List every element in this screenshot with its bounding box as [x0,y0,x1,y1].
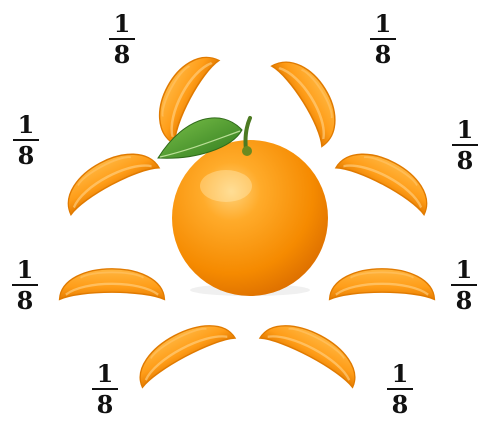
segment-upper-right [336,140,439,215]
fraction-label-top-left: 1 8 [105,12,139,67]
fraction-denominator: 8 [18,144,35,168]
fraction-denominator: 8 [392,393,409,417]
fraction-label-lower-right: 1 8 [447,258,478,313]
fraction-denominator: 8 [457,149,474,173]
whole-orange [158,118,328,296]
fraction-denominator: 8 [114,43,131,67]
fraction-denominator: 8 [97,393,114,417]
fraction-label-lower-left: 1 8 [8,258,42,313]
fraction-denominator: 8 [17,289,34,313]
segment-bottom-right [260,311,367,387]
fraction-numerator: 1 [114,12,131,36]
fraction-numerator: 1 [97,362,114,386]
segment-lower-right [330,269,435,300]
segment-lower-left [60,269,165,300]
fraction-label-upper-left: 1 8 [9,113,43,168]
fraction-numerator: 1 [392,362,409,386]
fraction-denominator: 8 [456,289,473,313]
segment-upper-left [56,140,159,215]
fraction-numerator: 1 [18,113,35,137]
fraction-label-bottom-right: 1 8 [383,362,417,417]
fraction-numerator: 1 [457,118,474,142]
segment-top-right [272,48,350,146]
fraction-label-top-right: 1 8 [366,12,400,67]
segment-bottom-left [128,311,235,387]
fraction-denominator: 8 [375,43,392,67]
fraction-label-upper-right: 1 8 [448,118,478,173]
fraction-label-bottom-left: 1 8 [88,362,122,417]
fraction-numerator: 1 [456,258,473,282]
fraction-numerator: 1 [375,12,392,36]
fraction-numerator: 1 [17,258,34,282]
